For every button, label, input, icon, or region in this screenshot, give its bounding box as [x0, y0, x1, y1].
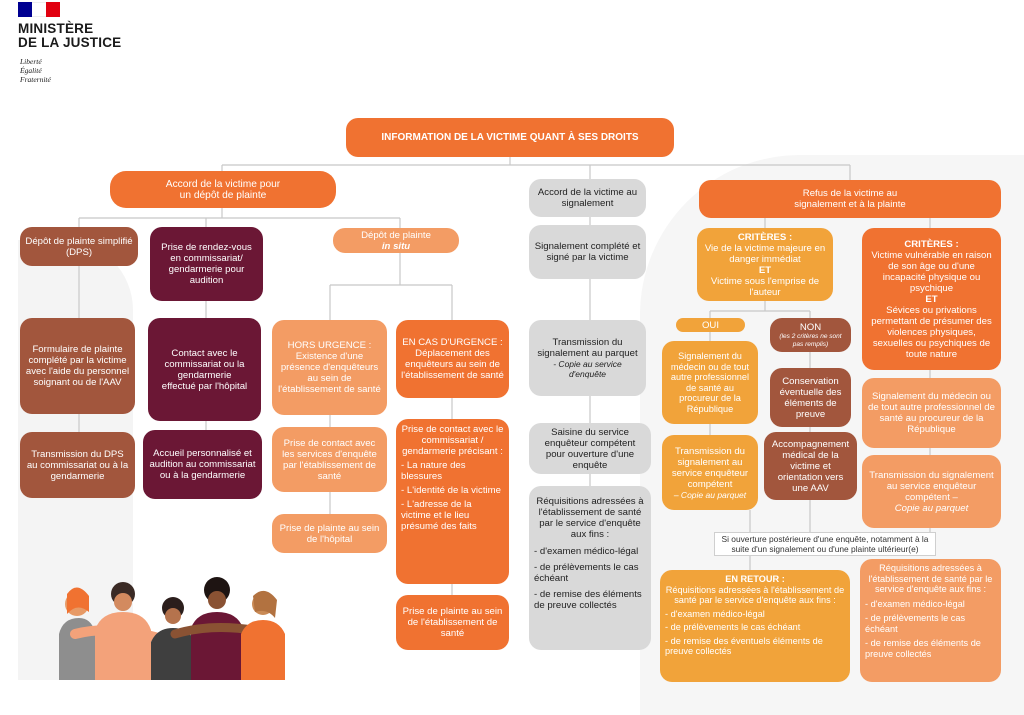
signalement-signe-node: Signalement complété et signé par la vic… [529, 225, 646, 279]
en-retour-node: EN RETOUR : Réquisitions adressées à l'é… [660, 570, 850, 682]
plainte-hopital-node: Prise de plainte au sein de l'hôpital [272, 514, 387, 553]
copie-parquet-2: Copie au parquet [894, 502, 969, 514]
requisitions-2-node: Réquisitions adressées à l'établissement… [860, 559, 1001, 682]
hors-urgence-node: HORS URGENCE : Existence d'une présence … [272, 320, 387, 415]
enquete-note: Si ouverture postérieure d'une enquête, … [714, 532, 936, 556]
signalement-medecin-node: Signalement du médecin ou de tout autre … [662, 341, 758, 424]
prise-contact-node: Prise de contact avec les services d'enq… [272, 427, 387, 492]
criteres-1-et: ET [758, 264, 772, 276]
refus-node: Refus de la victime au signalement et à … [699, 180, 1001, 218]
en-retour-intro: Réquisitions adressées à l'établissement… [665, 584, 845, 606]
people-group-illustration [59, 577, 285, 680]
copie-parquet: – Copie au parquet [673, 489, 747, 500]
requisitions-item: - de prélèvements le cas échéant [534, 562, 639, 584]
requisitions-node: Réquisitions adressées à l'établissement… [529, 486, 651, 650]
requisitions-intro: Réquisitions adressées à l'établissement… [536, 496, 644, 540]
root-information-victime: INFORMATION DE LA VICTIME QUANT À SES DR… [346, 118, 674, 157]
in-situ-emphasis: in situ [381, 240, 411, 252]
criteres-2-et: ET [925, 293, 938, 305]
in-situ-label: Dépôt de plainte [361, 229, 431, 241]
saisine-node: Saisine du service enquêteur compétent p… [529, 423, 651, 474]
criteres-2-node: CRITÈRES : Victime vulnérable en raison … [862, 228, 1001, 370]
precisant-node: Prise de contact avec le commissariat / … [396, 419, 509, 584]
flag-icon [18, 2, 60, 17]
accompagnement-node: Accompagnement médical de la victime et … [764, 432, 857, 500]
transmission-dps-node: Transmission du DPS au commissariat ou à… [20, 432, 135, 498]
non-node: NON (les 2 critères ne sont pas remplis) [770, 318, 851, 352]
criteres-2-text1: Victime vulnérable en raison de son âge … [871, 249, 992, 294]
precisant-intro: Prise de contact avec le commissariat / … [401, 424, 504, 457]
criteres-1-text1: Vie de la victime majeure en danger immé… [704, 242, 826, 265]
en-retour-title: EN RETOUR : [725, 574, 785, 584]
copie-enquete: - Copie au service d'enquête [553, 359, 622, 379]
precisant-item: - La nature des blessures [401, 460, 466, 482]
ministry-motto: Liberté Égalité Fraternité [20, 57, 51, 84]
en-retour-item: - de prélèvements le cas échéant [665, 622, 801, 632]
criteres-1-title: CRITÈRES : [737, 231, 793, 243]
conservation-node: Conservation éventuelle des éléments de … [770, 368, 851, 427]
hors-urgence-title: HORS URGENCE : [287, 340, 372, 351]
precisant-item: - L'identité de la victime [401, 485, 501, 496]
transmission-2-text: Transmission du signalement au service e… [869, 469, 994, 503]
transmission-parquet-node: Transmission du signalement au parquet -… [529, 320, 646, 396]
en-retour-item: - de remise des éventuels éléments de pr… [665, 635, 823, 657]
ministry-name: MINISTÈRE DE LA JUSTICE [18, 21, 122, 50]
urgence-text: Déplacement des enquêteurs au sein de l'… [401, 348, 504, 381]
en-retour-item: - d'examen médico-légal [665, 608, 765, 619]
accord-plainte-node: Accord de la victime pour un dépôt de pl… [110, 171, 336, 208]
contact-hopital-node: Contact avec le commissariat ou la genda… [148, 318, 261, 421]
transmission-enqueteur-text: Transmission du signalement au service e… [671, 445, 749, 490]
accueil-node: Accueil personnalisé et audition au comm… [143, 430, 262, 499]
non-label: NON [799, 322, 822, 333]
requisitions-item: - d'examen médico-légal [534, 546, 639, 557]
criteres-1-text2: Victime sous l'emprise de l'auteur [710, 275, 820, 298]
transmission-parquet-text: Transmission du signalement au parquet [537, 337, 638, 359]
oui-badge: OUI [676, 318, 745, 332]
signalement-medecin-2-node: Signalement du médecin ou de tout autre … [862, 378, 1001, 448]
transmission-2-node: Transmission du signalement au service e… [862, 455, 1001, 528]
urgence-title: EN CAS D'URGENCE : [402, 337, 503, 348]
requisitions-2-item: - de prélèvements le cas échéant [865, 613, 966, 634]
urgence-node: EN CAS D'URGENCE : Déplacement des enquê… [396, 320, 509, 398]
requisitions-2-item: - de remise des éléments de preuve colle… [865, 638, 981, 659]
transmission-enqueteur-node: Transmission du signalement au service e… [662, 435, 758, 510]
requisitions-item: - de remise des éléments de preuve colle… [534, 589, 642, 611]
hors-urgence-text: Existence d'une présence d'enquêteurs au… [278, 351, 381, 395]
criteres-2-title: CRITÈRES : [904, 238, 959, 250]
accord-signalement-node: Accord de la victime au signalement [529, 179, 646, 217]
dps-node: Dépôt de plainte simplifié (DPS) [20, 227, 138, 266]
formulaire-node: Formulaire de plainte complété par la vi… [20, 318, 135, 414]
requisitions-2-item: - d'examen médico-légal [865, 598, 965, 609]
rdv-node: Prise de rendez-vous en commissariat/ ge… [150, 227, 263, 301]
criteres-2-text2: Sévices ou privations permettant de prés… [871, 304, 992, 360]
plainte-etablissement-node: Prise de plainte au sein de l'établissem… [396, 595, 509, 650]
criteres-1-node: CRITÈRES : Vie de la victime majeure en … [697, 228, 833, 301]
non-note: (les 2 critères ne sont pas remplis) [779, 333, 842, 348]
precisant-item: - L'adresse de la victime et le lieu pré… [401, 499, 477, 532]
in-situ-node: Dépôt de plainte in situ [333, 228, 459, 253]
requisitions-2-intro: Réquisitions adressées à l'établissement… [868, 563, 993, 594]
